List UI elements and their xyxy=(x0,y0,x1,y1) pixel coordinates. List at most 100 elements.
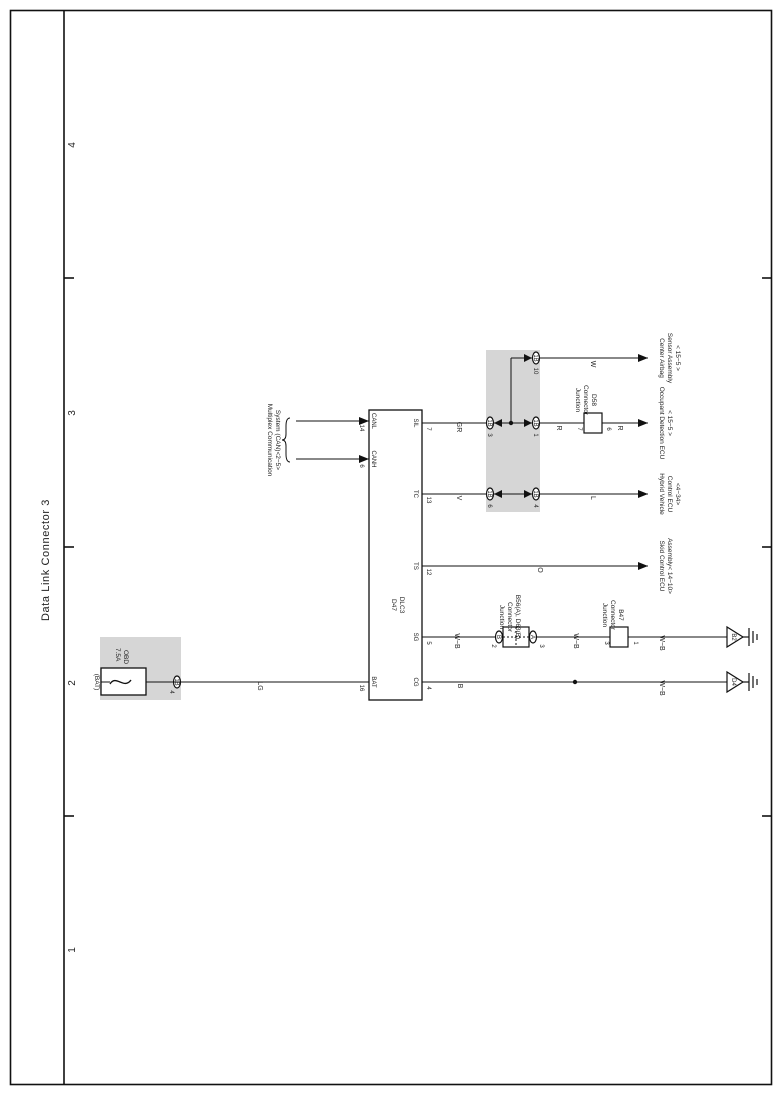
tc-right-code: 1B xyxy=(532,490,538,497)
terminal-tc-name: TC xyxy=(412,490,418,499)
ground-d4-symbol xyxy=(743,673,758,691)
junction-block-shade xyxy=(486,350,540,512)
sil-w-arrow xyxy=(638,354,648,362)
d58-in-pin: 7 xyxy=(576,427,582,431)
terminal-canh-name: CANH xyxy=(370,450,376,467)
dlc3-box xyxy=(368,409,423,701)
b56-junction-dashes xyxy=(503,627,529,647)
b56-in-code: B xyxy=(495,635,501,639)
tc-arrow-left xyxy=(494,490,502,498)
terminal-cg-name: CG xyxy=(412,678,418,687)
multiplex-label-line1: Multiplex Communication xyxy=(266,404,273,477)
terminal-sil-pin: 7 xyxy=(425,427,431,431)
b56-out-pin: 3 xyxy=(538,644,544,648)
d58-name-line1: Junction xyxy=(574,388,581,413)
ground-b2-symbol xyxy=(743,628,758,646)
terminal-tc-pin: 13 xyxy=(425,497,431,504)
airbag-label-line2: Sensor Assembly xyxy=(666,333,673,384)
sil-riser-arrow xyxy=(524,354,532,362)
skid-label-line2: Assembly< 14−10> xyxy=(666,538,673,594)
airbag-label-line1: Center Airbag xyxy=(658,338,665,378)
d58-junction-box xyxy=(583,412,603,434)
wire-sil-w-color: W xyxy=(589,361,596,368)
tc-right-pin: 4 xyxy=(532,504,538,508)
sil-right-pin: 1 xyxy=(532,433,538,437)
terminal-canl-pin: 14 xyxy=(358,425,364,432)
terminal-canl-name: CANL xyxy=(370,413,376,430)
terminal-bat-pin: 16 xyxy=(358,685,364,692)
b47-code: B47 xyxy=(617,609,624,621)
b56-code: B56(A), D63(B) xyxy=(514,595,521,639)
wire-cg-out-color: W−B xyxy=(658,680,665,696)
sil-arrow-left xyxy=(494,419,502,427)
b56-name-line1: Junction xyxy=(498,605,505,630)
b47-name-line1: Junction xyxy=(601,603,608,628)
sil-left-pin: 3 xyxy=(486,433,492,437)
tc-left-code: 1B xyxy=(486,490,492,497)
w-top-pin: 10 xyxy=(532,368,538,375)
zone-label-3: 3 xyxy=(67,410,78,416)
skid-label-line1: Skid Control ECU xyxy=(658,541,665,592)
dlc3-code: D47 xyxy=(390,599,397,611)
zone-label-2: 2 xyxy=(67,680,78,686)
wire-tc-color: V xyxy=(455,496,462,501)
dlc3-name: DLC3 xyxy=(398,597,405,614)
ground-b2-label: B2 xyxy=(730,633,736,641)
d58-name-line2: Connector xyxy=(582,385,589,416)
tc-right-connector xyxy=(531,487,541,501)
wire-sil-r1-color: R xyxy=(555,425,562,430)
ground-d4 xyxy=(726,670,745,694)
wire-cg-color: B xyxy=(456,684,463,689)
zone-label-4: 4 xyxy=(67,142,78,148)
wire-sg-1-color: W−B xyxy=(453,633,460,649)
cg-splice xyxy=(572,679,578,685)
w-top-code: 1B xyxy=(532,354,538,361)
wire-tc-out-color: L xyxy=(589,496,596,500)
wire-ts-color: O xyxy=(536,567,543,573)
hybrid-label-line2: Control ECU xyxy=(666,476,673,513)
tc-left-pin: 6 xyxy=(486,504,492,508)
ground-b2 xyxy=(726,625,745,649)
zone-ticks xyxy=(64,277,772,817)
d58-code: D58 xyxy=(590,394,597,406)
terminal-sg-pin: 5 xyxy=(425,641,431,645)
terminal-cg-pin: 4 xyxy=(425,686,431,690)
sil-arrow-right xyxy=(524,419,532,427)
terminal-bat-name: BAT xyxy=(370,676,376,688)
canh-arrow xyxy=(359,455,369,463)
multiplex-label-line2: System (CAN)<2−5> xyxy=(274,410,281,470)
b56-out-connector xyxy=(528,630,538,644)
w-top-connector xyxy=(531,351,541,365)
ts-arrow xyxy=(638,562,648,570)
b47-out-pin: 1 xyxy=(632,641,638,645)
zone-label-1: 1 xyxy=(67,947,78,953)
wire-sg-3-color: W−B xyxy=(658,635,665,651)
terminal-sil-name: SIL xyxy=(412,418,418,428)
sil-left-connector xyxy=(485,416,495,430)
tc-arrow-right xyxy=(524,490,532,498)
wire-sil-color: GR xyxy=(455,422,462,433)
tc-out-arrow xyxy=(638,490,648,498)
wire-bat-color: LG xyxy=(256,681,263,690)
b47-in-pin: 3 xyxy=(603,641,609,645)
b56-out-code: A xyxy=(529,635,535,639)
b56-in-pin: 2 xyxy=(490,644,496,648)
b56-name-line2: Connector xyxy=(506,602,513,633)
sil-right-connector xyxy=(531,416,541,430)
terminal-ts-pin: 12 xyxy=(425,569,431,576)
hybrid-label-line1: Hybrid Vehicle xyxy=(658,473,665,515)
canl-arrow xyxy=(359,417,369,425)
terminal-canh-pin: 6 xyxy=(358,464,364,468)
wire-sg-2-color: W−B xyxy=(572,633,579,649)
occupant-label-line2: < 15−5 > xyxy=(666,410,673,436)
terminal-ts-name: TS xyxy=(412,562,418,570)
terminal-sg-name: SG xyxy=(412,633,418,642)
ground-d4-label: D4 xyxy=(730,678,736,686)
hybrid-label-line3: <4−34> xyxy=(674,483,681,505)
sil-right-code: 1B xyxy=(532,419,538,426)
fuse-name: OBD xyxy=(122,650,129,664)
airbag-label-line3: < 15−5 > xyxy=(674,345,681,371)
can-brace xyxy=(281,417,291,463)
fuse-bat-label: (BAT) xyxy=(93,674,100,691)
